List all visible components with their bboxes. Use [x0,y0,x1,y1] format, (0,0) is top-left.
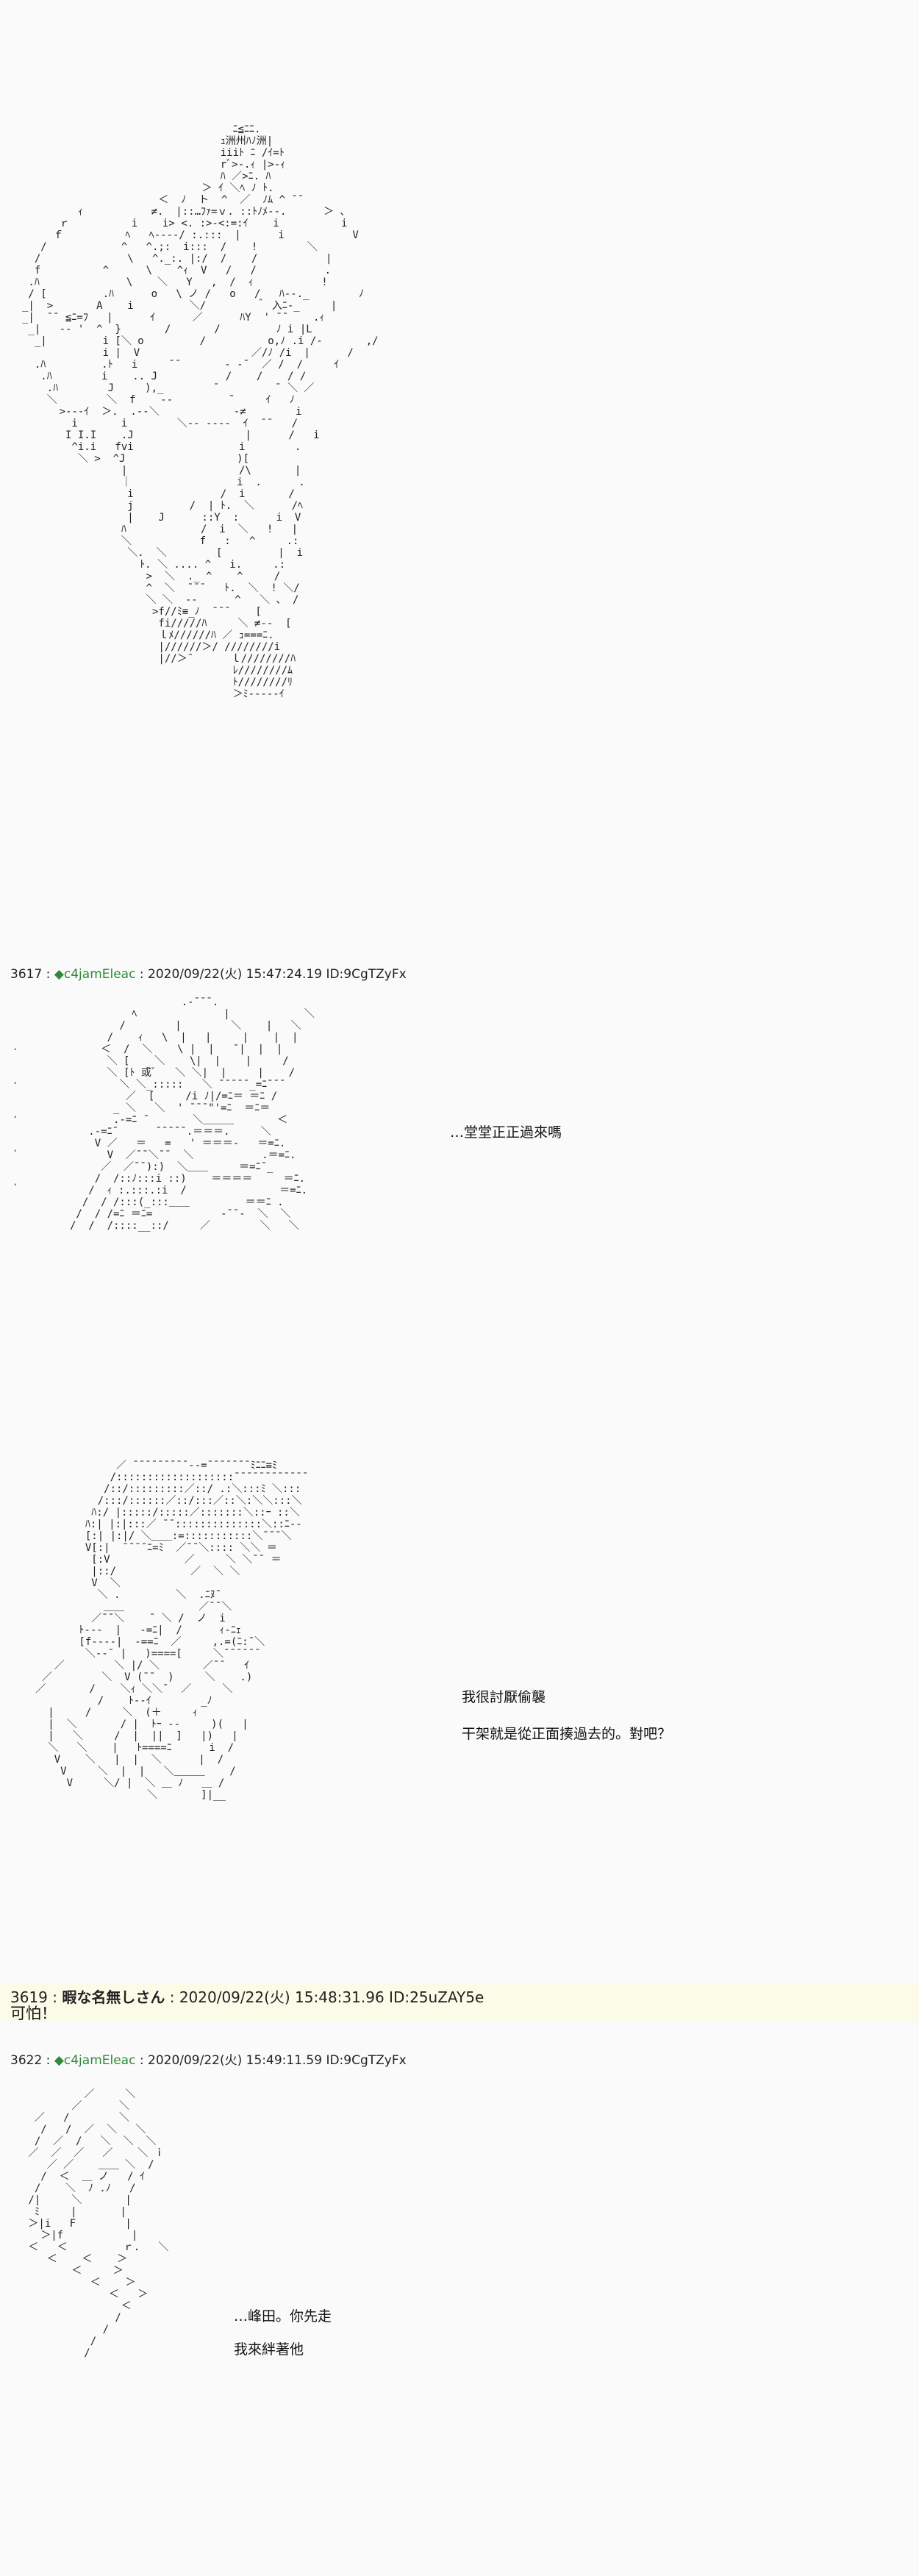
post-header-3619: 3619 : 暇な名無しさん : 2020/09/22(火) 15:48:31.… [10,1988,484,2006]
post-id[interactable]: ID:25uZAY5e [389,1988,484,2006]
post-date: 2020/09/22(火) 15:48:31.96 [179,1988,385,2006]
tripcode-mark: ◆ [54,2053,64,2068]
dialogue-line: 我來絆著他 [234,2341,304,2358]
dialogue-line: …峰田。你先走 [234,2308,332,2325]
margin-dots: . . . . . [12,1039,19,1188]
post-number[interactable]: 3619 [10,1988,48,2006]
post-id[interactable]: ID:9CgTZyFx [326,2053,407,2068]
post-id[interactable]: ID:9CgTZyFx [326,967,407,982]
post-body: 可怕！ [10,2005,57,2022]
dialogue-line: 干架就是從正面揍過去的。對吧？ [462,1726,672,1742]
poster-name: 暇な名無しさん [62,1988,165,2006]
dialogue-line: …堂堂正正過來嗎 [450,1124,562,1141]
dialogue-line: 我很討厭偷襲 [462,1689,546,1705]
post-header-3622: 3622 : ◆c4jamEleac : 2020/09/22(火) 15:49… [10,2053,407,2068]
ascii-art-figure-muscular-man: ﾆ≦ﾆﾆ. ｭ洲州ﾊﾉ洲| iiiﾄ ﾆ /ｲ=ﾄ rﾞ>-.ｨ |>-ｨ ﾊ … [22,124,379,700]
post-number[interactable]: 3622 [10,2053,43,2068]
ascii-art-figure-hooded-face: .-¯¯¯. ﾍ | ＼ / | ＼ | ＼ / ｨ \ | | | | | ＜… [70,996,315,1232]
poster-name: c4jamEleac [63,2053,136,2068]
tripcode-mark: ◆ [54,967,64,982]
ascii-art-figure-slash-shape: ／ ＼ ／ ＼ ／ / ＼ / / ／ ＼ ＼ / ／ / ＼ ＼ ＼ ／ ／ … [28,2088,169,2359]
post-number[interactable]: 3617 [10,967,43,982]
post-header-3617: 3617 : ◆c4jamEleac : 2020/09/22(火) 15:47… [10,967,407,982]
ascii-art-figure-grinning-face: ／ ¯¯¯¯¯¯¯¯¯--=¯¯¯¯¯¯¯ﾐﾆﾆ≡ﾐ /::::::::::::… [35,1460,309,1801]
post-date: 2020/09/22(火) 15:49:11.59 [148,2053,323,2068]
post-3619-container [0,1984,919,2021]
post-date: 2020/09/22(火) 15:47:24.19 [148,967,323,982]
poster-name: c4jamEleac [63,967,136,982]
